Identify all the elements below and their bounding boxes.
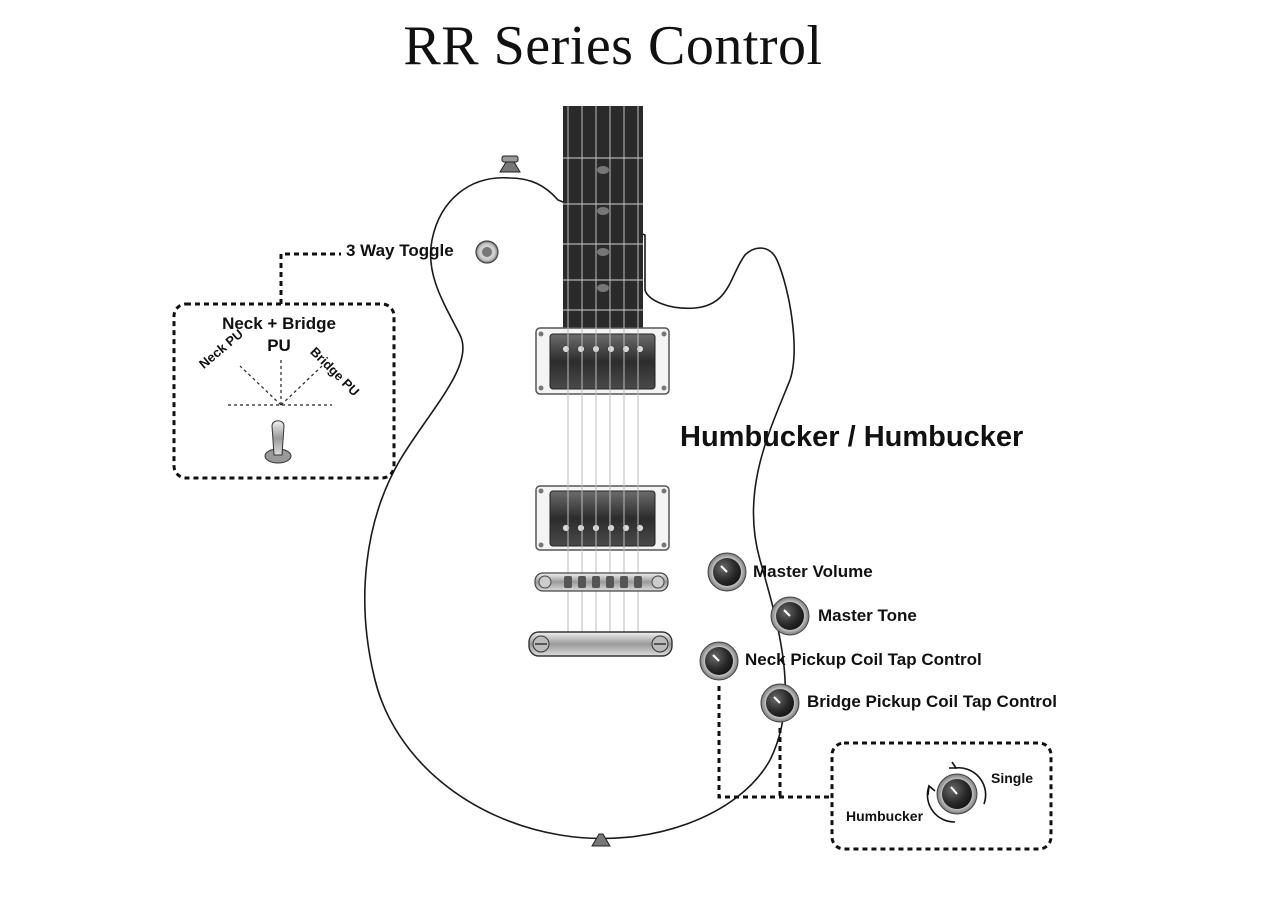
toggle-label: 3 Way Toggle [346, 241, 454, 260]
tailpiece [528, 631, 673, 657]
bridge-pickup [535, 485, 670, 551]
coil-tap-knob-icon [936, 773, 978, 815]
toggle-detail-box [172, 302, 396, 480]
master-volume-knob-icon [707, 552, 747, 592]
page-title: RR Series Control [403, 15, 823, 77]
neck-tap-leader-line [717, 686, 832, 799]
toggle-switch-icon [475, 240, 499, 264]
bridge-coil-tap-knob-icon [760, 683, 800, 723]
configuration-label: Humbucker / Humbucker [680, 421, 1024, 453]
coil-tap-detail-box [830, 741, 1053, 851]
strings [567, 106, 639, 640]
coil-tap-single-label: Single [991, 770, 1034, 786]
tuneomatic-bridge [534, 572, 669, 592]
neck-pickup [535, 327, 670, 395]
neck-coil-tap-label: Neck Pickup Coil Tap Control [745, 650, 982, 669]
neck-coil-tap-knob-icon [699, 641, 739, 681]
coil-tap-humbucker-label: Humbucker [846, 808, 924, 824]
toggle-lever-icon [264, 420, 292, 464]
rotate-arrows-icon [926, 761, 987, 823]
toggle-leader-line [279, 252, 341, 304]
toggle-center-label-line2: PU [267, 336, 291, 355]
master-tone-knob-icon [770, 596, 810, 636]
strap-button-bottom-icon [591, 833, 611, 847]
bridge-coil-tap-label: Bridge Pickup Coil Tap Control [807, 692, 1057, 711]
fretboard [563, 106, 643, 330]
master-tone-label: Master Tone [818, 606, 917, 625]
master-volume-label: Master Volume [753, 562, 873, 581]
strap-button-top-icon [499, 155, 521, 173]
toggle-center-label-line1: Neck + Bridge [222, 314, 336, 333]
